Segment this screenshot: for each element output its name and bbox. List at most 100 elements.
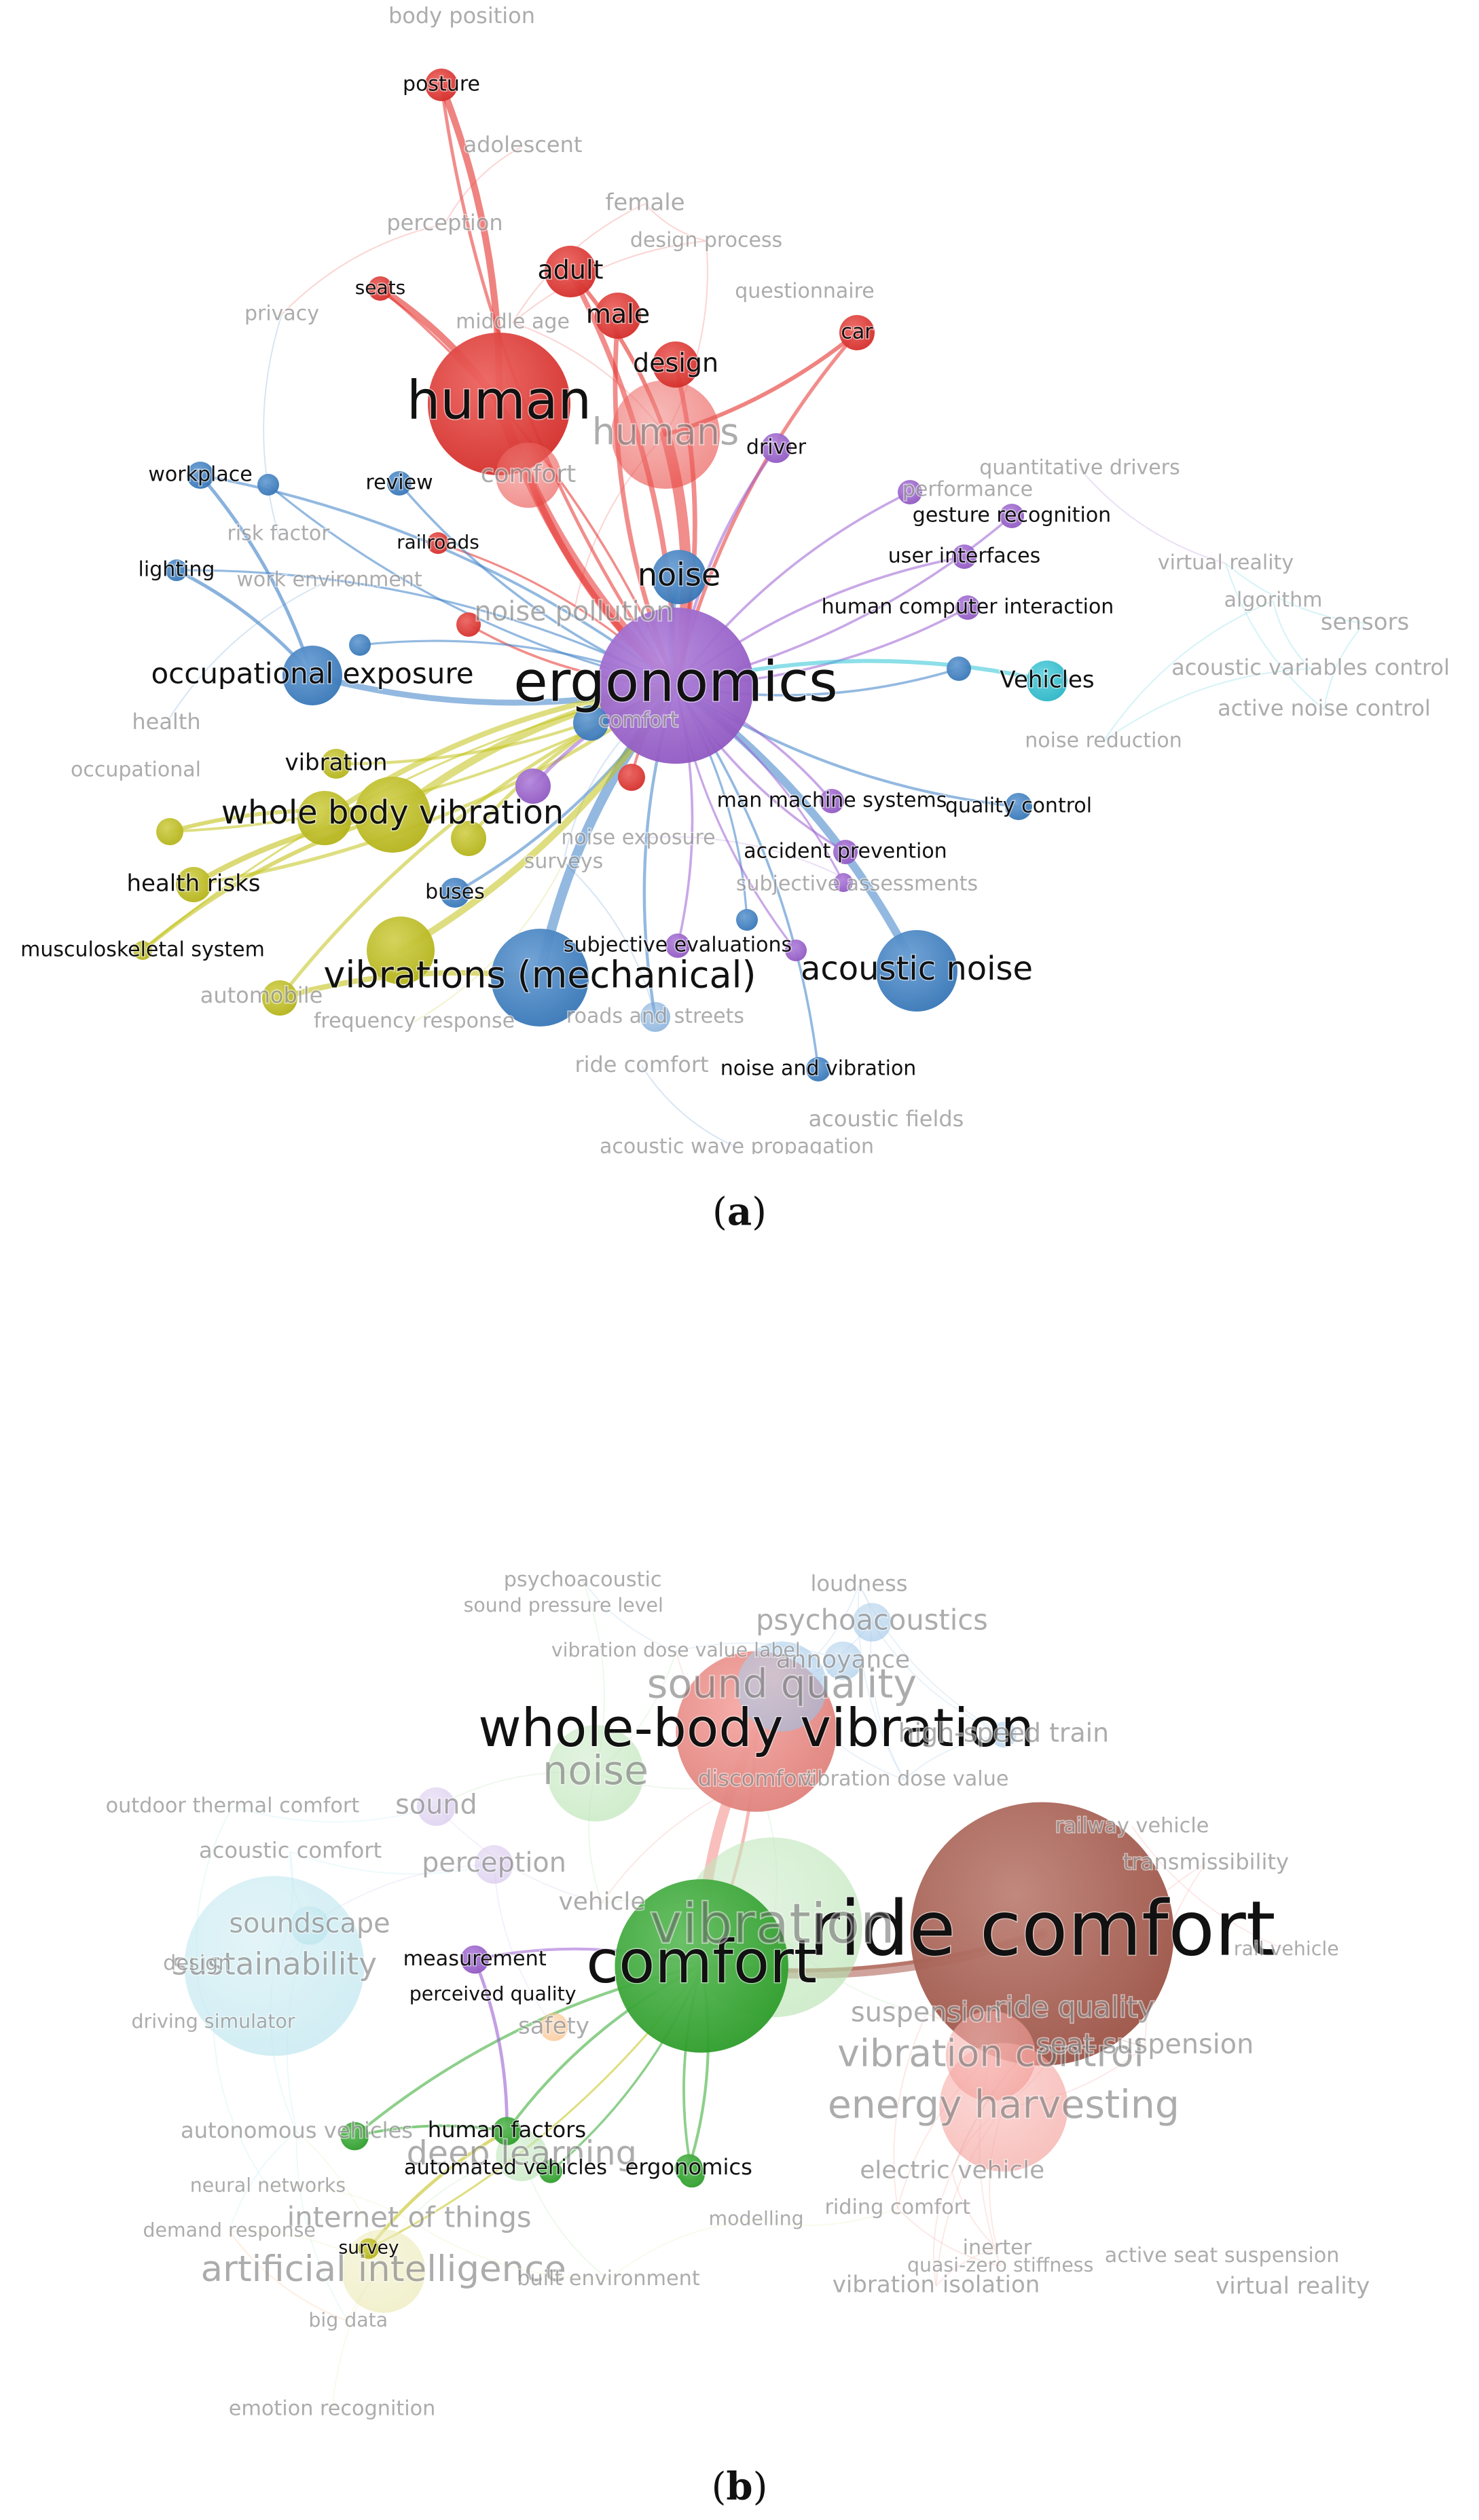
node-noise-b	[547, 1725, 644, 1821]
label-internet-of-things: internet of things	[287, 2201, 532, 2234]
node-comfort-b	[615, 1879, 788, 2053]
node-quality-control	[1005, 793, 1032, 820]
node-yellow-small2	[156, 818, 183, 845]
label-rail-vehicle: rail vehicle	[1234, 1938, 1339, 1960]
faint-link	[512, 240, 707, 323]
label-demand-response: demand response	[143, 2219, 315, 2242]
label-emotion-recognition: emotion recognition	[229, 2396, 436, 2420]
node-yellow-mid1	[297, 791, 352, 845]
label-autonomous-vehicles: autonomous vehicles	[181, 2117, 413, 2143]
label-human-computer-interaction: human computer interaction	[822, 595, 1114, 619]
node-green-small3	[679, 2162, 705, 2188]
node-blue-small5	[736, 909, 758, 931]
faint-link	[228, 2231, 349, 2322]
label-car: car	[841, 320, 873, 344]
label-noise: noise	[638, 557, 720, 593]
node-green-small1	[340, 2121, 369, 2151]
node-vehicles-a	[1027, 661, 1067, 701]
label-automated-vehicles: automated vehicles	[404, 2155, 607, 2179]
label-quality-control: quality control	[945, 794, 1092, 818]
node-whole-body-vibration-a	[354, 777, 431, 853]
label-ride-comfort: ride comfort	[809, 1885, 1276, 1973]
label-body-position: body position	[388, 3, 535, 29]
label-driving-simulator: driving simulator	[132, 2010, 295, 2033]
faint-link	[213, 2022, 269, 2187]
label-vibration-dose-value: vibration dose value	[799, 1767, 1009, 1791]
faint-link	[1103, 668, 1311, 742]
label-automobile: automobile	[200, 982, 323, 1008]
label-musculoskeletal-system: musculoskeletal system	[20, 938, 265, 962]
node-human-computer-interaction	[955, 595, 980, 620]
node-lighting	[166, 559, 187, 581]
node-blue-small2	[349, 634, 371, 656]
node-yellow-mid2	[367, 916, 435, 984]
node-subjective-evaluations	[665, 933, 690, 958]
faint-link	[1225, 563, 1325, 710]
label-driver: driver	[746, 436, 807, 460]
label-noise-reduction: noise reduction	[1025, 729, 1182, 753]
node-noise-and-vibration	[806, 1057, 830, 1081]
label-surveys: surveys	[524, 850, 604, 874]
label-vibration-isolation: vibration isolation	[833, 2272, 1040, 2299]
label-sound-quality: sound quality	[647, 1661, 917, 1707]
node-health-risks	[176, 867, 211, 902]
label-design-b: design	[163, 1952, 231, 1976]
node-vibration-a	[321, 749, 351, 779]
node-humans	[611, 380, 720, 489]
node-high-speed-train	[990, 1722, 1017, 1748]
faint-link	[935, 2248, 998, 2286]
label-noise-exposure: noise exposure	[561, 826, 715, 850]
faint-link	[1323, 623, 1366, 710]
node-occupational-exposure	[282, 646, 342, 705]
label-lighting: lighting	[139, 558, 215, 582]
label-whole-body-vibration-a: whole body vibration	[221, 794, 564, 832]
label-roads-and-streets: roads and streets	[566, 1005, 744, 1029]
faint-link	[1273, 600, 1311, 669]
link-occupational-exposure-workplace	[198, 473, 314, 678]
node-adult	[545, 246, 596, 297]
faint-link	[444, 145, 524, 225]
faint-link	[903, 1734, 1004, 1781]
label-comfort: comfort	[481, 460, 577, 488]
node-yellow-small3	[262, 980, 297, 1016]
node-noise	[652, 550, 706, 604]
network-svg-a: ergonomicshumanhumanscomfortadultmaledes…	[20, 2, 1451, 1155]
faint-link	[228, 2131, 297, 2231]
label-workplace: workplace	[148, 463, 252, 487]
node-ride-comfort	[910, 1802, 1174, 2066]
node-measurement	[460, 1945, 489, 1974]
label-comfort-a2: comfort	[598, 709, 678, 733]
faint-link	[263, 314, 282, 535]
faint-link	[295, 2131, 349, 2322]
caption-a: (a)	[712, 1189, 767, 1234]
node-buses	[440, 878, 470, 908]
node-blue-small1	[257, 474, 279, 496]
node-seats	[368, 276, 392, 301]
labels-layer-a: ergonomicshumanhumanscomfortadultmaledes…	[20, 2, 1451, 1155]
label-big-data: big data	[308, 2309, 388, 2331]
node-green-small2	[538, 2160, 562, 2183]
nodes-layer-b	[184, 1603, 1174, 2313]
label-vibration-control: vibration control	[837, 2031, 1144, 2075]
label-discomfort: discomfort	[698, 1765, 815, 1791]
node-purple-small4	[834, 873, 853, 892]
label-virtual-reality-b: virtual reality	[1216, 2272, 1370, 2299]
node-soundscape	[290, 1906, 329, 1945]
node-human	[428, 333, 570, 475]
label-middle-age: middle age	[456, 310, 570, 334]
label-whole-body-vibration-b: whole-body vibration	[478, 1698, 1034, 1759]
label-acoustic-wave-propagation: acoustic wave propagation	[600, 1135, 874, 1155]
label-noise-pollution: noise pollution	[474, 596, 673, 627]
faint-link	[290, 1851, 494, 1875]
node-driver	[761, 433, 791, 463]
faint-link	[563, 861, 656, 1018]
node-posture	[425, 69, 458, 101]
node-sound	[416, 1787, 456, 1826]
label-comfort-b: comfort	[586, 1927, 817, 1997]
label-health: health	[132, 709, 200, 735]
label-perception-b: perception	[422, 1847, 566, 1878]
node-blue-small3	[573, 705, 608, 741]
faint-link	[1079, 468, 1226, 564]
label-human: human	[407, 370, 591, 431]
label-humans: humans	[592, 411, 740, 453]
